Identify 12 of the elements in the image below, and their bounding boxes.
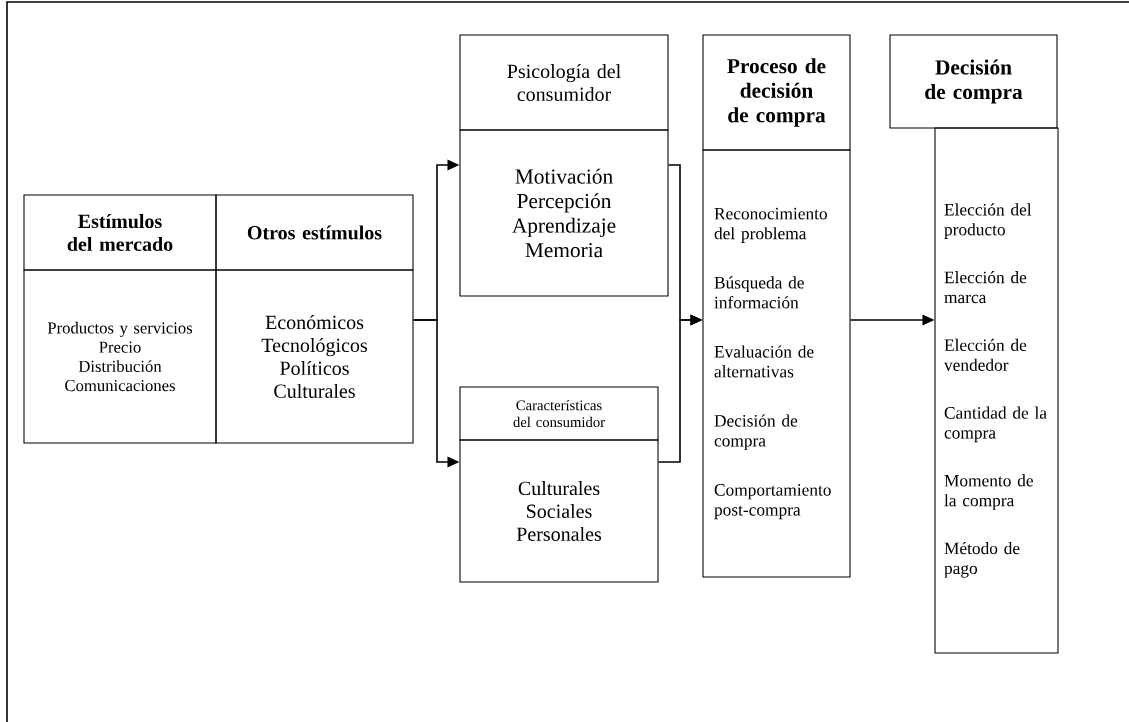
stage-box: Psicología del consumidor Motivación Percepción Aprendizaje Memoria: [459, 34, 669, 297]
node-label: Decisión de compra: [925, 59, 1023, 104]
node-label: Estímulos del mercado: [67, 214, 173, 252]
node-label: Proceso de decisión de compra: [727, 58, 826, 127]
stage-box: Características del consumidor Culturales Sociales Personales: [459, 386, 659, 583]
node-label: Otros estímulos: [247, 225, 382, 240]
stage-box: Decisión de compra Elección del producto Elección de marca Elección de vendedor Cantidad de la compra Momento de la compra Método de pago: [889, 34, 1059, 654]
stage-box: Otros estímulos Económicos Tecnológicos Políticos Culturales: [215, 194, 414, 444]
node-label: Psicología del consumidor: [507, 63, 621, 102]
stage-box: Proceso de decisión de compra Reconocimiento del problema Búsqueda de información Evaluación de alternativas Decisión de compra Comportamiento post-compra: [702, 34, 851, 578]
stage-box: Estímulos del mercado Productos y servicios Precio Distribución Comunicaciones: [23, 194, 217, 444]
node-label: Características del consumidor: [513, 399, 605, 428]
